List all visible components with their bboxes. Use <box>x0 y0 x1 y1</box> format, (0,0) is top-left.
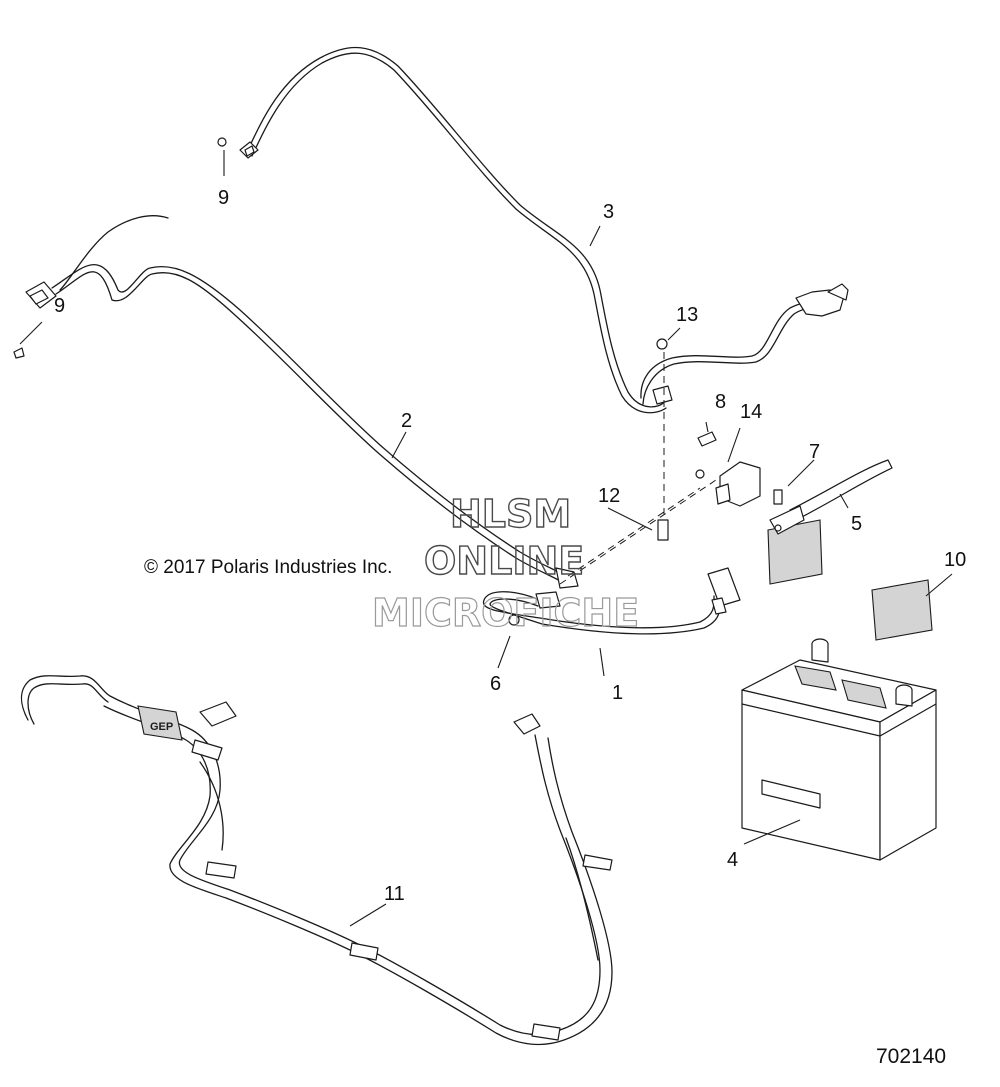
callout-7: 7 <box>809 441 820 463</box>
label-10 <box>767 519 933 641</box>
watermark: HLSM ONLINE MICROFICHE <box>371 491 639 635</box>
callout-1: 1 <box>612 682 623 704</box>
battery-label-text: GEP <box>150 721 173 733</box>
battery-4 <box>741 638 937 861</box>
callout-5: 5 <box>851 513 862 535</box>
callout-9-left: 9 <box>54 295 65 317</box>
callout-11: 11 <box>384 883 405 905</box>
copyright-text: © 2017 Polaris Industries Inc. <box>144 557 392 578</box>
assembly-lines <box>559 352 717 585</box>
cable-11: GEP <box>20 675 613 1046</box>
relay-14 <box>695 461 761 507</box>
watermark-line-3: MICROFICHE <box>372 591 639 635</box>
callout-10: 10 <box>944 549 966 571</box>
callout-9-top: 9 <box>218 187 229 209</box>
watermark-line-1: HLSM <box>450 492 571 536</box>
diagram-number: 702140 <box>876 1045 946 1068</box>
watermark-line-2: ONLINE <box>424 539 584 583</box>
callout-numbers: 1 2 3 4 5 6 7 8 9 9 10 11 12 13 14 <box>54 187 966 905</box>
fasteners <box>13 137 783 626</box>
callout-4: 4 <box>727 849 738 871</box>
cable-3 <box>239 46 849 414</box>
bracket-5 <box>769 459 893 535</box>
callout-8: 8 <box>715 391 726 413</box>
callout-3: 3 <box>603 201 614 223</box>
callout-6: 6 <box>490 673 501 695</box>
callout-12: 12 <box>598 485 620 507</box>
cable-1 <box>482 567 741 635</box>
callout-2: 2 <box>401 410 412 432</box>
callout-14: 14 <box>740 401 762 423</box>
callout-13: 13 <box>676 304 698 326</box>
cable-2 <box>25 215 579 589</box>
leader-lines <box>19 150 953 927</box>
